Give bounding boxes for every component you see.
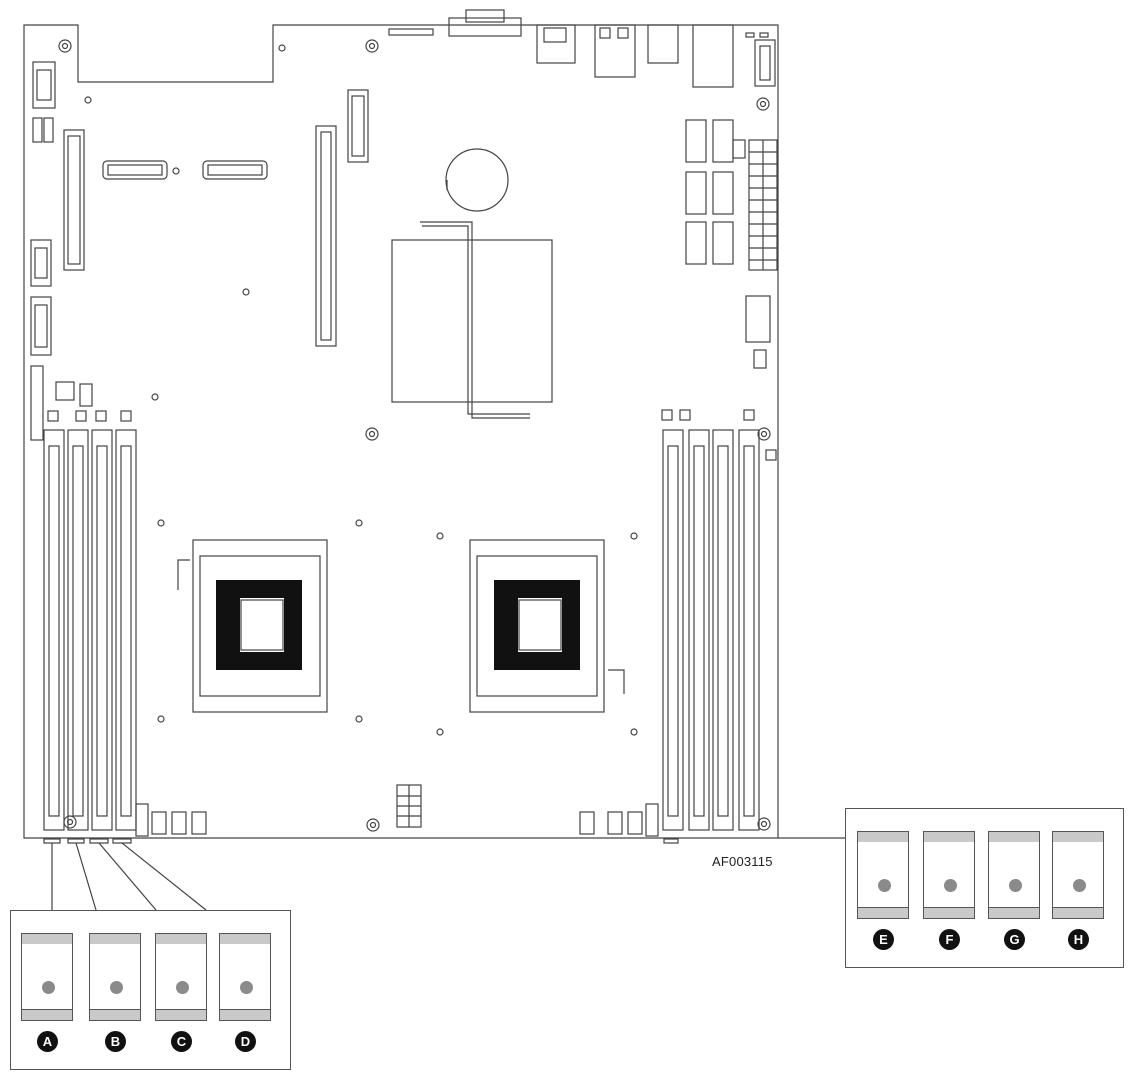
- main-power-connector: [745, 139, 778, 369]
- cpu-1-core: [216, 580, 302, 670]
- cpu-socket-1: [177, 539, 328, 713]
- mounting-holes: [58, 39, 771, 832]
- dimm-slot-led-icon: [923, 831, 975, 921]
- dimm-slot-led-icon: [155, 933, 207, 1023]
- riser-slot-left: [63, 129, 85, 271]
- dimm-slot-led-icon: [21, 933, 73, 1023]
- cpu-2-core: [494, 580, 580, 670]
- pcie-riser-slot: [315, 89, 369, 347]
- figure-id-label: AF003115: [712, 854, 773, 869]
- callout-label-b: B: [105, 1031, 126, 1052]
- callout-label-d: D: [235, 1031, 256, 1052]
- callout-label-g: G: [1004, 929, 1025, 950]
- board-outline: [23, 24, 779, 839]
- dimm-led-markers: [43, 838, 679, 844]
- callout-label-h: H: [1068, 929, 1089, 950]
- dimm-slot-led-icon: [1052, 831, 1104, 921]
- rear-io-connectors: [388, 9, 776, 88]
- dimm-slot-led-icon: [988, 831, 1040, 921]
- callout-label-a: A: [37, 1031, 58, 1052]
- dimm-slots-right: [661, 409, 777, 831]
- mezzanine-connectors: [102, 160, 268, 180]
- dimm-slot-led-icon: [857, 831, 909, 921]
- chipset-heatsink: [391, 221, 553, 419]
- dimm-slots-left: [43, 429, 137, 831]
- callout-label-f: F: [939, 929, 960, 950]
- fan-headers: [135, 803, 659, 837]
- left-callout-box: A B C D: [10, 910, 291, 1070]
- callout-label-c: C: [171, 1031, 192, 1052]
- left-callout-leaders: [51, 842, 207, 911]
- cpu-power-connector: [396, 784, 422, 828]
- cpu-socket-2: [469, 539, 625, 713]
- cmos-battery: [445, 148, 509, 212]
- right-callout-box: E F G H: [845, 808, 1124, 968]
- left-headers: [30, 61, 132, 441]
- dimm-slot-led-icon: [219, 933, 271, 1023]
- sata-connectors: [685, 119, 746, 265]
- callout-label-e: E: [873, 929, 894, 950]
- dimm-slot-led-icon: [89, 933, 141, 1023]
